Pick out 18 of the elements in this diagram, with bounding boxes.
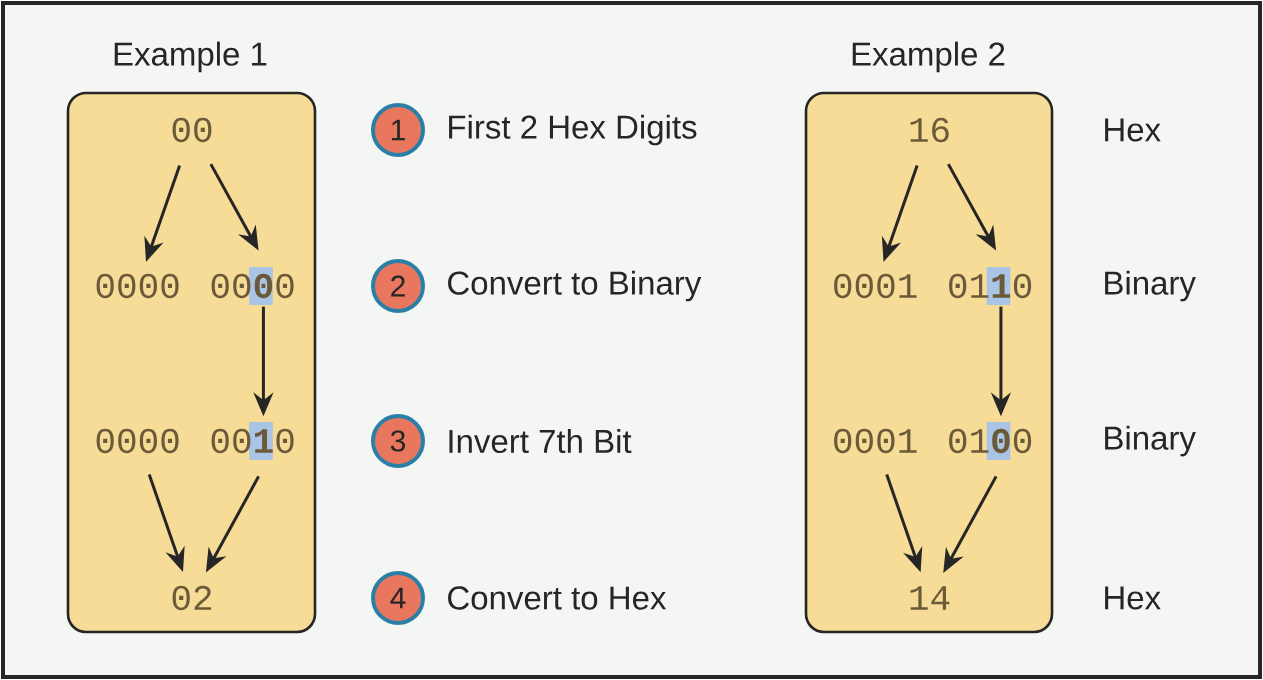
binary-value: 0001 xyxy=(834,428,917,454)
binary-value: 0000 xyxy=(96,273,179,299)
step-caption: First 2 Hex Digits xyxy=(449,114,697,146)
hex-value: 00 xyxy=(172,117,212,143)
row-label: Binary xyxy=(1105,425,1196,457)
hex-value: 02 xyxy=(172,585,212,611)
panel-title: Example 2 xyxy=(852,41,1005,73)
binary-value: 0000 xyxy=(96,428,179,454)
hex-value: 16 xyxy=(910,117,949,143)
step-caption: Invert 7th Bit xyxy=(449,428,632,454)
binary-value: 0001 xyxy=(834,273,917,299)
step-caption: Convert to Hex xyxy=(448,586,667,610)
row-label: Hex xyxy=(1105,118,1161,142)
hex-value: 14 xyxy=(910,586,950,610)
row-label: Binary xyxy=(1105,270,1196,302)
panel-title: Example 1 xyxy=(114,41,267,73)
row-label: Hex xyxy=(1105,586,1161,610)
step-caption: Convert to Binary xyxy=(448,270,702,302)
